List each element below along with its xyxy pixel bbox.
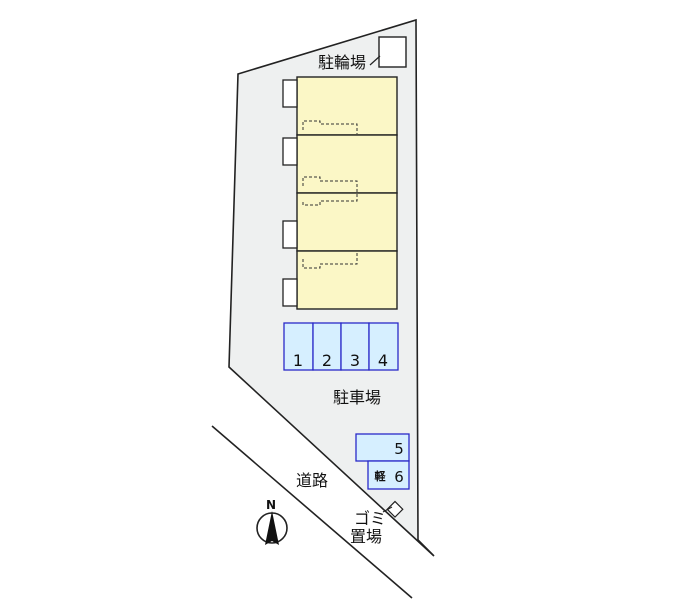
parking-space-5-label: 5: [394, 440, 404, 458]
parking-space-3: [340, 322, 370, 371]
road-label: 道路: [296, 471, 328, 490]
entrance-porch-1: [282, 79, 298, 108]
balcony-outline-1: [302, 120, 358, 134]
parking-space-4-label: 4: [378, 351, 388, 370]
parking-space-3-label: 3: [350, 351, 360, 370]
parking-space-1-label: 1: [293, 351, 303, 370]
balcony-outline-3: [302, 252, 358, 269]
kei-car-tag: 軽: [375, 469, 387, 483]
garbage-leader: [382, 506, 393, 513]
parking-label: 駐車場: [333, 388, 381, 407]
north-arrow-icon: [265, 511, 279, 545]
balcony-outline-2: [302, 176, 358, 206]
parking-space-6: [367, 460, 410, 490]
building-unit-1: [296, 76, 398, 136]
parking-space-2-label: 2: [322, 351, 332, 370]
parking-space-5: [355, 433, 410, 462]
garbage-label-line1: ゴミ: [354, 509, 386, 528]
bicycle-parking-label: 駐輪場: [318, 53, 366, 72]
building: [282, 76, 398, 310]
entrance-porch-2: [282, 137, 298, 166]
compass-icon: N: [256, 498, 288, 545]
building-unit-3: [296, 192, 398, 252]
bicycle-parking-leader: [369, 55, 381, 66]
parking-space-6-label: 6: [394, 468, 404, 486]
building-unit-4: [296, 250, 398, 310]
parking-space-1: [283, 322, 314, 371]
building-unit-2: [296, 134, 398, 194]
parking-row: 1 2 3 4: [283, 322, 399, 371]
parking-space-4: [368, 322, 399, 371]
garbage-label-line2: 置場: [350, 527, 382, 546]
entrance-porch-4: [282, 278, 298, 307]
road-edge-line: [211, 425, 413, 599]
entrance-porch-3: [282, 220, 298, 249]
parking-space-2: [312, 322, 342, 371]
bicycle-parking-box: [378, 36, 407, 68]
north-label: N: [266, 498, 276, 512]
garbage-box: [386, 500, 404, 518]
